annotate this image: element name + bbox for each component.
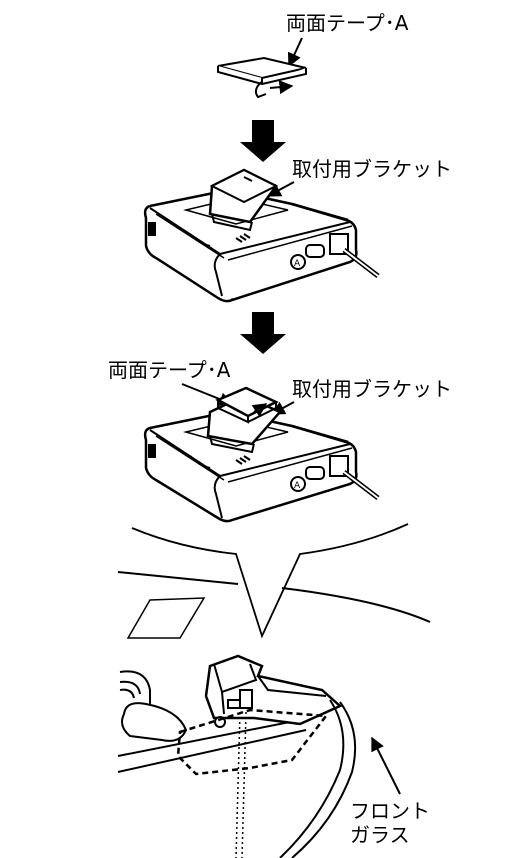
tape-a-label-top: 両面テープ･A <box>286 11 409 35</box>
device-body <box>143 202 358 303</box>
device-body-2 <box>143 424 358 523</box>
mirror-stem <box>121 702 188 742</box>
device-port <box>305 244 325 258</box>
windshield-detail: フロント ガラス <box>117 571 431 858</box>
windshield-label-2: ガラス <box>350 823 410 847</box>
svg-text:A: A <box>294 259 301 269</box>
step3-tape-on-bracket: 両面テープ･A 取付用ブラケット A <box>108 358 452 523</box>
svg-text:A: A <box>294 481 301 491</box>
step1-tape-a: 両面テープ･A <box>217 11 409 99</box>
down-arrow-2 <box>240 312 286 354</box>
hidden-outline <box>176 708 329 776</box>
zoom-callout <box>131 523 409 639</box>
tape-a-leader-top <box>287 37 303 68</box>
down-arrow-1 <box>240 120 286 162</box>
windshield-sticker <box>126 597 206 639</box>
tape-a-label-mid: 両面テープ･A <box>108 358 231 382</box>
device-button <box>290 254 306 270</box>
windshield-label-1: フロント <box>350 799 430 823</box>
bracket-label-2: 取付用ブラケット <box>292 377 452 401</box>
step2-device-bracket: 取付用ブラケット A <box>143 157 452 303</box>
callout-outline <box>131 523 409 639</box>
bracket-label-1: 取付用ブラケット <box>292 157 452 181</box>
windshield-edge <box>279 699 345 858</box>
